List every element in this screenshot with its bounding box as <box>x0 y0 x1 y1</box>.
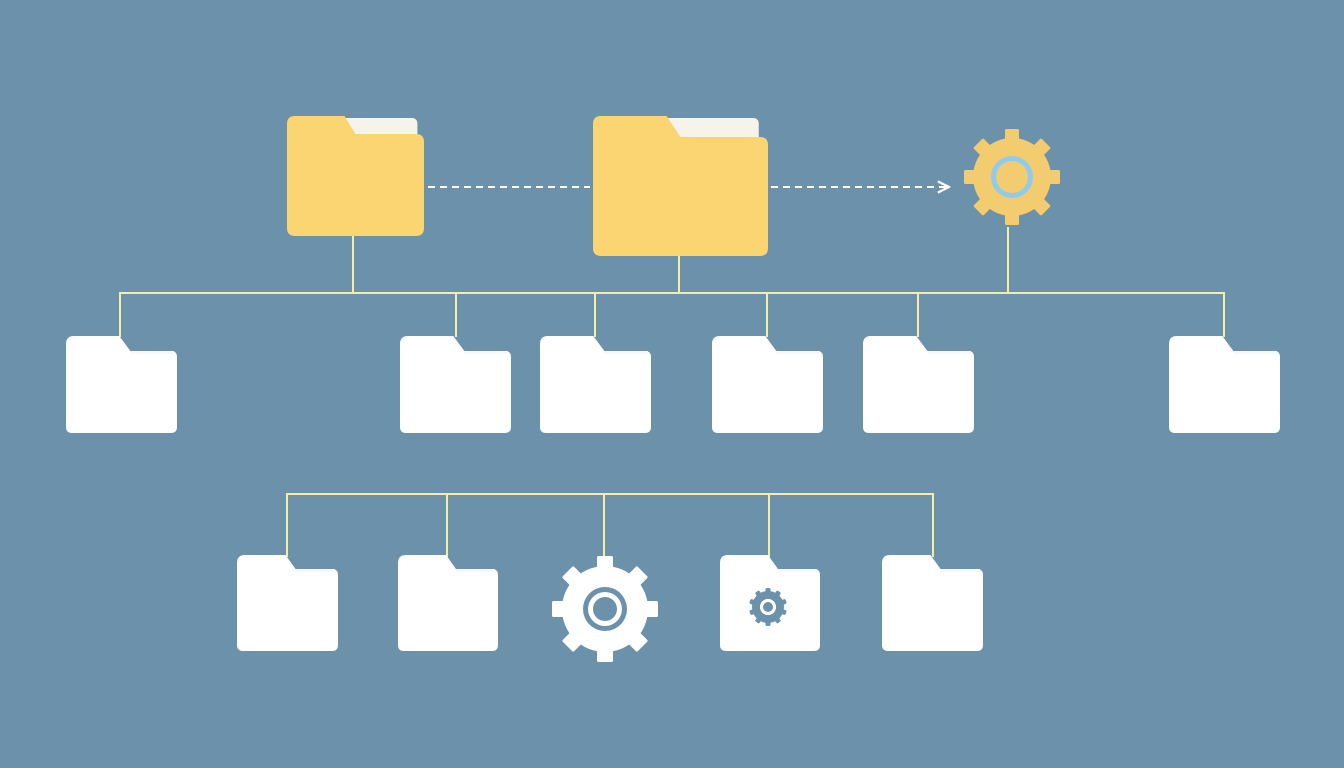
folder-icon <box>540 336 651 433</box>
gear-tooth <box>1033 138 1051 156</box>
folder-body <box>398 555 498 651</box>
folder-tab-edge <box>464 351 508 354</box>
gear-tooth <box>1033 198 1051 216</box>
gear-tooth <box>628 632 648 652</box>
folder-body <box>287 116 424 236</box>
folder-body <box>863 336 974 433</box>
gear-tooth <box>973 198 991 216</box>
gear-tooth <box>1005 129 1019 140</box>
folder-tab-edge <box>295 569 335 572</box>
folder-body <box>540 336 651 433</box>
folder-tab-edge <box>778 569 817 572</box>
folder-icon <box>863 336 974 433</box>
gear-tooth <box>1049 170 1060 184</box>
folder-body <box>1169 336 1280 433</box>
gear-tooth <box>562 632 582 652</box>
folder-open-icon <box>287 116 424 236</box>
gear-center-hole <box>593 597 617 621</box>
folder-icon <box>593 116 768 256</box>
folder-body <box>712 336 823 433</box>
folder-tab-edge <box>456 569 495 572</box>
folder-tab-edge <box>604 351 648 354</box>
folder-tab-edge <box>940 569 980 572</box>
folder-body <box>237 555 338 651</box>
folder-icon <box>237 555 338 651</box>
gear-tooth <box>597 556 613 568</box>
gear-hole-center <box>763 602 773 612</box>
gear-tooth <box>628 566 648 586</box>
folder-icon <box>66 336 177 433</box>
diagram-nodes <box>66 116 1280 662</box>
gear-tooth <box>964 170 975 184</box>
connector-lines <box>119 187 1225 557</box>
folder-icon <box>1169 336 1280 433</box>
folder-tab-edge <box>927 351 971 354</box>
gear-icon <box>964 129 1060 225</box>
folder-body <box>66 336 177 433</box>
gear-tooth <box>973 138 991 156</box>
gear-tooth <box>597 650 613 662</box>
gear-tooth <box>552 601 564 617</box>
gear-tooth <box>1005 214 1019 225</box>
folder-body <box>882 555 983 651</box>
folder-body <box>593 116 768 256</box>
folder-tab-edge <box>1233 351 1277 354</box>
gear-tooth <box>646 601 658 617</box>
folder-tab-edge <box>776 351 820 354</box>
settings-folder-icon <box>720 555 820 651</box>
folder-body <box>400 336 511 433</box>
folder-tab-edge <box>130 351 174 354</box>
gear-tooth <box>562 566 582 586</box>
folder-icon <box>712 336 823 433</box>
gear-hole <box>996 161 1028 193</box>
folder-icon <box>398 555 498 651</box>
folder-icon <box>882 555 983 651</box>
folder-icon <box>400 336 511 433</box>
